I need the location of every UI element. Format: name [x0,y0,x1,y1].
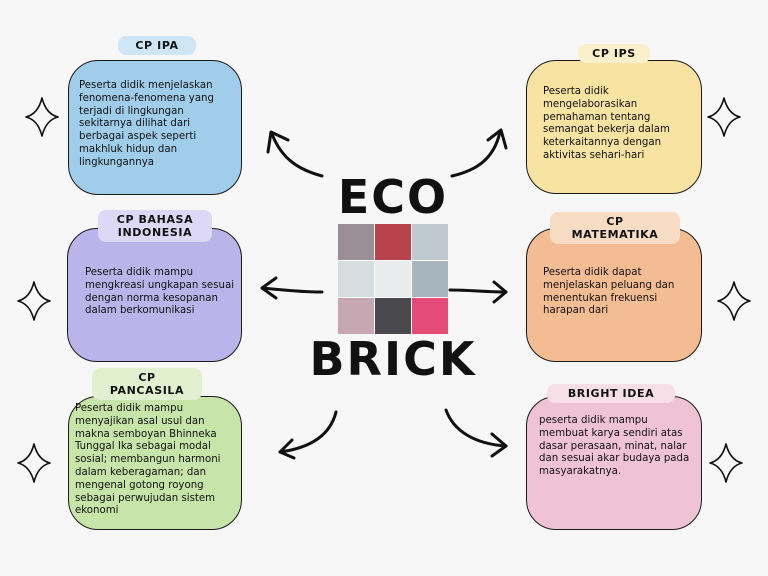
matematika-description: Peserta didik dapat menjelaskan peluang … [543,267,675,317]
ipa-tag: CP IPA [118,36,196,55]
bahasa-description: Peserta didik mampu mengkreasi ungkapan … [85,267,235,317]
bahasa-tag: CP BAHASA INDONESIA [98,210,212,242]
ips-card: Peserta didik mengelaborasikan pemahaman… [526,60,702,194]
matematika-card: Peserta didik dapat menjelaskan peluang … [526,228,702,362]
title-brick: BRICK [309,332,477,386]
sparkle-icon [17,443,51,483]
bright-idea-tag: BRIGHT IDEA [547,384,675,403]
pancasila-description: Peserta didik mampu menyajikan asal usul… [75,403,221,517]
bright-idea-description: peserta didik mampu membuat karya sendir… [539,415,690,478]
arrow-to-ipa [270,132,324,178]
ips-description: Peserta didik mengelaborasikan pemahaman… [543,86,670,161]
matematika-tag: CP MATEMATIKA [550,212,680,244]
ecobrick-photo-collage [338,224,448,334]
sparkle-icon [709,443,743,483]
arrow-to-ips [450,130,502,178]
ips-tag: CP IPS [578,44,650,63]
ipa-card: Peserta didik menjelaskan fenomena-fenom… [68,60,242,195]
bahasa-card: Peserta didik mampu mengkreasi ungkapan … [67,228,242,362]
arrow-to-bright-idea [444,408,508,448]
sparkle-icon [717,281,751,321]
pancasila-card: Peserta didik mampu menyajikan asal usul… [68,396,242,530]
sparkle-icon [17,281,51,321]
title-eco: ECO [337,170,449,224]
ipa-description: Peserta didik menjelaskan fenomena-fenom… [79,80,214,168]
pancasila-tag: CP PANCASILA [92,368,202,400]
arrow-to-pancasila [278,410,338,454]
arrow-to-matematika [448,288,508,294]
sparkle-icon [707,97,741,137]
bright-idea-card: peserta didik mampu membuat karya sendir… [526,396,702,530]
arrow-to-bahasa [260,286,324,294]
sparkle-icon [25,97,59,137]
